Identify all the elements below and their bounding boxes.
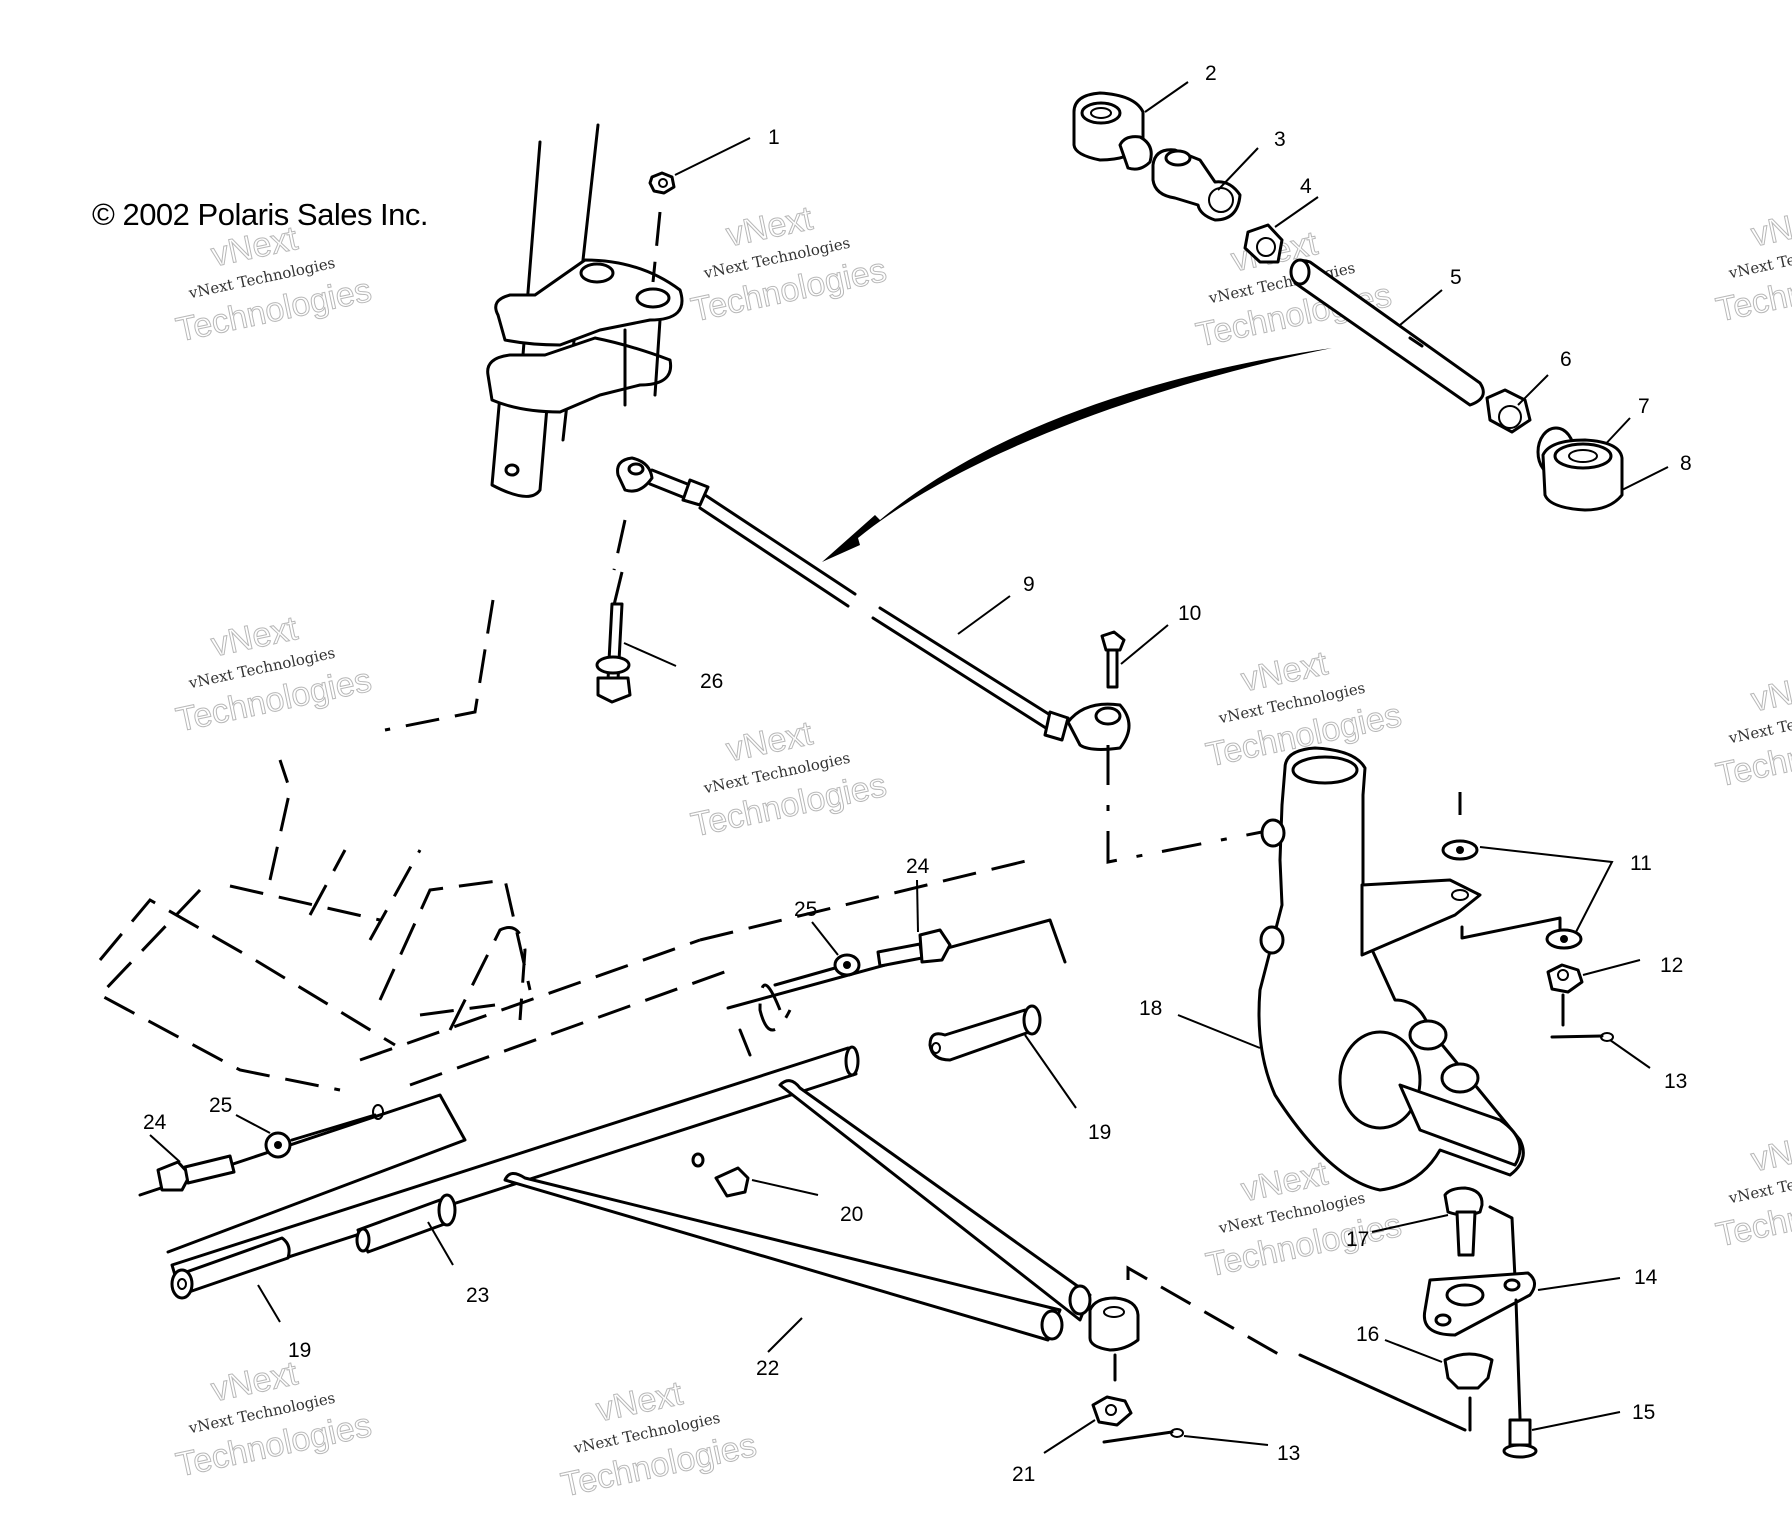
part-21-castle-nut (1043, 1353, 1133, 1454)
callout-10: 10 (1178, 602, 1201, 625)
callout-18: 18 (1139, 997, 1162, 1020)
callout-5: 5 (1450, 266, 1462, 289)
callout-1: 1 (768, 126, 780, 149)
part-24-bolt-left (149, 1134, 236, 1192)
callout-8: 8 (1680, 452, 1692, 475)
callout-26: 26 (700, 670, 723, 693)
part-8-housing (1541, 438, 1669, 512)
callout-25-top: 25 (794, 898, 817, 921)
part-18-spindle (1177, 746, 1525, 1192)
part-9-tie-rod (616, 456, 1131, 751)
callout-labels: 1 2 3 4 5 6 7 8 9 10 11 12 13 13 14 15 1… (143, 62, 1692, 1486)
callout-13-right: 13 (1664, 1070, 1687, 1093)
callout-12: 12 (1660, 954, 1683, 977)
callout-17: 17 (1346, 1228, 1369, 1251)
part-4-jam-nut (1243, 196, 1319, 264)
callout-22: 22 (756, 1357, 779, 1380)
copyright-notice: © 2002 Polaris Sales Inc. (92, 197, 428, 232)
part-6-nut (1485, 374, 1549, 434)
part-16-ball-joint (1298, 1339, 1494, 1432)
callout-23: 23 (466, 1284, 489, 1307)
part-17-bolt (1371, 1186, 1517, 1280)
callout-11: 11 (1630, 852, 1652, 875)
part-26-bolt-assembly (595, 571, 677, 704)
part-1-nut (648, 137, 751, 283)
part-19-pivot-tube-right (928, 1004, 1077, 1109)
part-12-castle-nut (1546, 959, 1641, 994)
part-20-grease-fitting (714, 1166, 819, 1198)
callout-21: 21 (1012, 1463, 1035, 1486)
callout-16: 16 (1356, 1323, 1379, 1346)
part-23-bushing (355, 1193, 457, 1266)
part-14-plate (1422, 1271, 1621, 1420)
part-25-washer-top (773, 921, 861, 987)
callout-19-right: 19 (1088, 1121, 1111, 1144)
part-24-bolt-top (876, 879, 952, 968)
callout-7: 7 (1638, 395, 1650, 418)
part-3-tie-rod-end (1151, 147, 1259, 222)
part-25-washer-left (235, 1104, 384, 1159)
part-22-a-arm (170, 1045, 1140, 1353)
part-13-cotter-pin (1550, 993, 1651, 1069)
callout-24-top: 24 (906, 855, 930, 878)
part-5-tie-rod-tube (1289, 258, 1485, 407)
callout-19-left: 19 (288, 1339, 311, 1362)
steering-post (486, 123, 684, 498)
part-11-washers (1441, 792, 1614, 950)
part-10-bolt (1100, 624, 1169, 689)
watermark-big-top: vNext (1748, 664, 1792, 719)
callout-24-left: 24 (143, 1111, 167, 1134)
callout-14: 14 (1634, 1266, 1658, 1289)
watermark-big-top: vNext (1748, 199, 1792, 254)
part-19-pivot-tube-left (170, 1236, 291, 1323)
callout-25-left: 25 (209, 1094, 232, 1117)
callout-6: 6 (1560, 348, 1572, 371)
watermark-big-top: vNext (1748, 1124, 1792, 1179)
callout-3: 3 (1274, 128, 1286, 151)
part-2-bushing-housing (1072, 81, 1189, 171)
part-15-screw (1502, 1411, 1621, 1459)
callout-9: 9 (1023, 573, 1035, 596)
direction-arrow-icon (822, 348, 1332, 562)
callout-20: 20 (840, 1203, 863, 1226)
part-13-cotter-pin-bottom (1102, 1428, 1269, 1446)
callout-4: 4 (1300, 175, 1312, 198)
callout-13-bottom: 13 (1277, 1442, 1300, 1465)
callout-15: 15 (1632, 1401, 1655, 1424)
callout-2: 2 (1205, 62, 1217, 85)
